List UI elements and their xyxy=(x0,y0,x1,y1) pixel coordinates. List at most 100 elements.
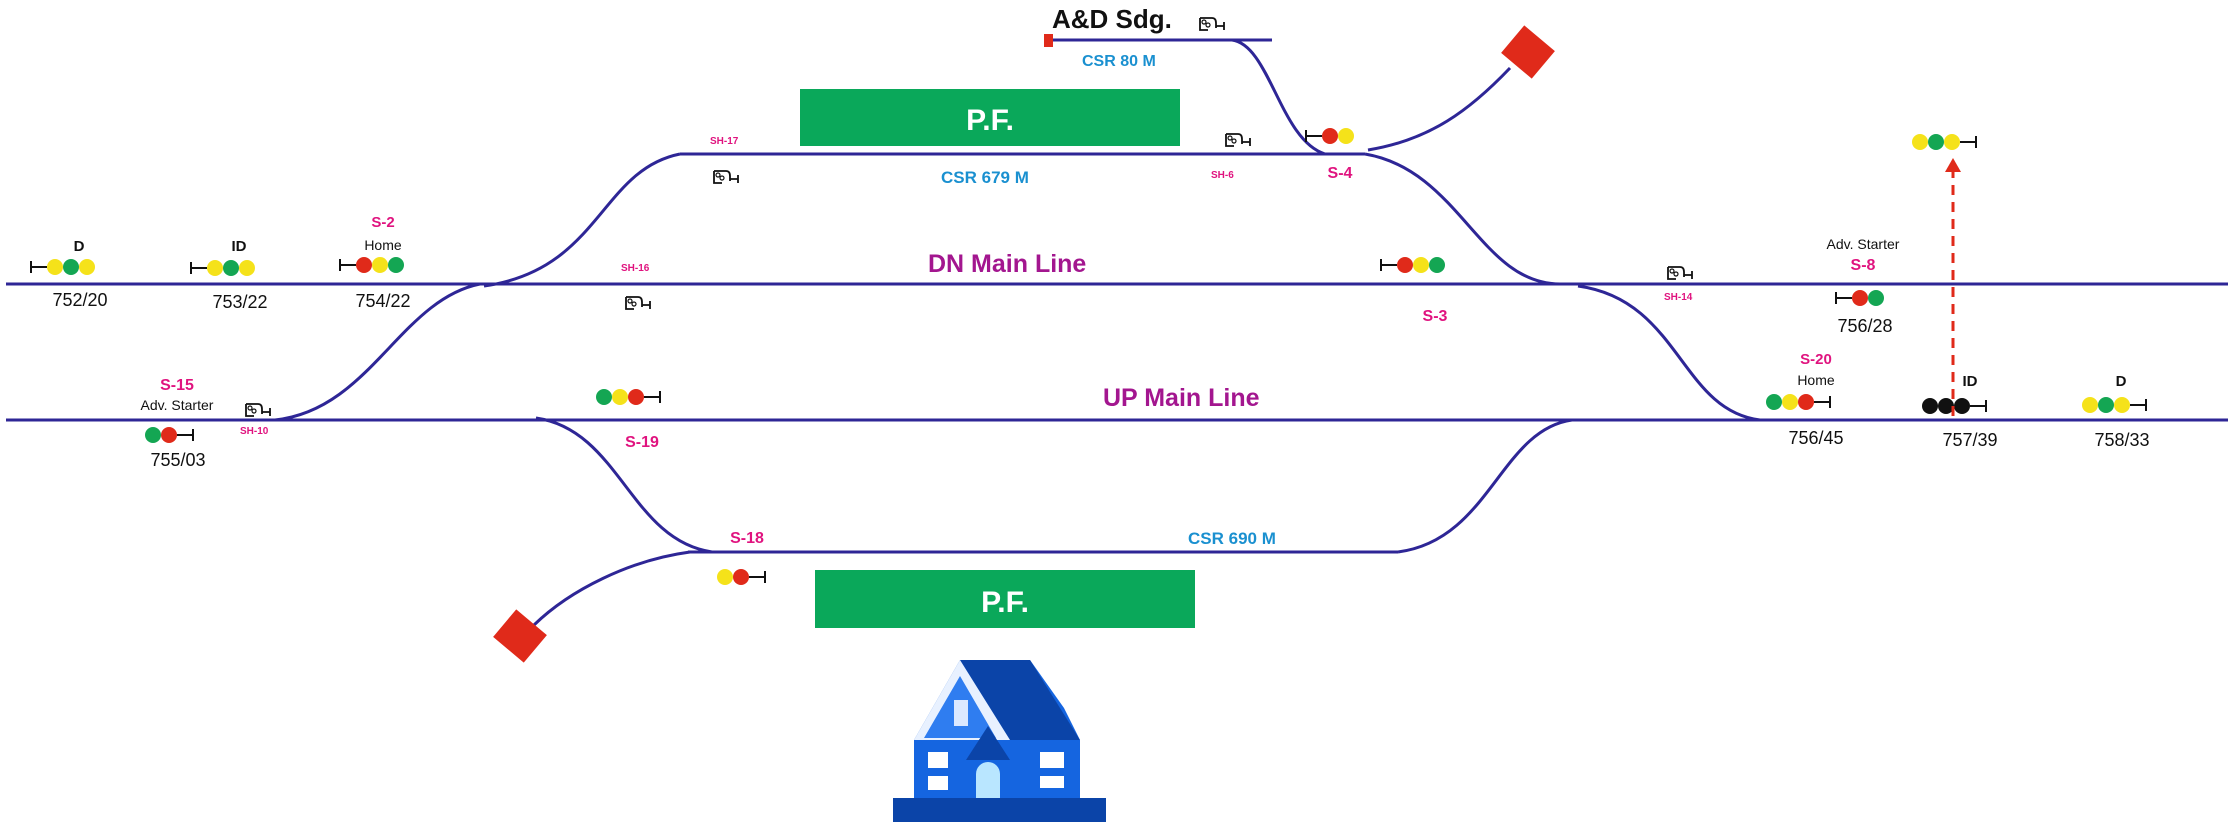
km-754-22: 754/22 xyxy=(355,291,410,311)
shunt-signal-sh5-icon xyxy=(1199,17,1225,31)
km-755-03: 755/03 xyxy=(150,450,205,470)
signal-s15-lamp-2 xyxy=(161,427,177,443)
siding-to-upper-loop-curve xyxy=(1231,38,1326,156)
lower-platform: P.F. xyxy=(815,570,1195,628)
km-753-22: 753/22 xyxy=(212,292,267,312)
s8-label: S-8 xyxy=(1851,257,1876,274)
km-756-45: 756/45 xyxy=(1788,428,1843,448)
upper-sand-hump xyxy=(1501,25,1555,79)
s20-label: S-20 xyxy=(1800,351,1832,368)
signal-s20-home-lamp-1 xyxy=(1766,394,1782,410)
signal-id-left-lamp-1 xyxy=(207,260,223,276)
signal-s3-lamp-3 xyxy=(1429,257,1445,273)
signal-s2-home-lamp-3 xyxy=(388,257,404,273)
signal-d-right-icon xyxy=(2082,397,2147,413)
sh17-label: SH-17 xyxy=(710,136,739,147)
signal-s15-lamp-1 xyxy=(145,427,161,443)
up-main-line-label: UP Main Line xyxy=(1103,384,1260,412)
signal-id-right-icon xyxy=(1922,398,1987,414)
crossover-dn-to-upper-loop-left xyxy=(483,152,681,288)
shunt-signal-sh6-icon xyxy=(1225,133,1251,147)
relocated-signal-arrow xyxy=(1945,158,1961,416)
s2-type-label: Home xyxy=(364,237,402,253)
shunt-signal-sh10-icon xyxy=(245,403,271,417)
s4-label: S-4 xyxy=(1328,165,1353,182)
upper-platform: P.F. xyxy=(800,89,1180,146)
signal-relocated-icon xyxy=(1912,134,1977,150)
signal-d-left-lamp-2 xyxy=(63,259,79,275)
s8-type-label: Adv. Starter xyxy=(1827,236,1900,252)
signal-s8-lamp-2 xyxy=(1868,290,1884,306)
sh10-label: SH-10 xyxy=(240,426,269,437)
upper-platform-label: P.F. xyxy=(966,104,1014,137)
signal-relocated-lamp-3 xyxy=(1944,134,1960,150)
id-left-label: ID xyxy=(232,238,247,255)
signal-s20-home-icon xyxy=(1766,394,1831,410)
signal-s2-home-icon xyxy=(339,257,404,273)
sh16-label: SH-16 xyxy=(621,263,650,274)
arrow-head-icon xyxy=(1945,158,1961,172)
signal-s8-lamp-1 xyxy=(1852,290,1868,306)
signal-d-right-lamp-3 xyxy=(2114,397,2130,413)
d-left-label: D xyxy=(74,238,85,255)
lower-platform-label: P.F. xyxy=(981,586,1029,619)
shunt-signal-sh16-icon xyxy=(625,296,651,310)
signal-d-right-lamp-1 xyxy=(2082,397,2098,413)
signal-id-left-lamp-2 xyxy=(223,260,239,276)
turnout-up-to-lower-loop-left xyxy=(535,416,713,554)
lower-sand-hump xyxy=(493,609,547,663)
crossover-upper-loop-to-dn-right xyxy=(1364,152,1561,286)
crossover-up-to-dn-left xyxy=(274,282,481,422)
signal-lamps xyxy=(30,128,2147,585)
signal-s18-icon xyxy=(717,569,766,585)
signal-s2-home-lamp-2 xyxy=(372,257,388,273)
sand-hump-lower-curve xyxy=(532,550,691,627)
signal-s19-lamp-1 xyxy=(596,389,612,405)
s20-type-label: Home xyxy=(1797,372,1835,388)
km-757-39: 757/39 xyxy=(1942,430,1997,450)
station-building-icon xyxy=(893,660,1106,822)
lower-loop-csr-label: CSR 690 M xyxy=(1188,529,1276,548)
s3-label: S-3 xyxy=(1423,308,1448,325)
km-758-33: 758/33 xyxy=(2094,430,2149,450)
signal-d-left-icon xyxy=(30,259,95,275)
dn-main-line-label: DN Main Line xyxy=(928,250,1086,278)
signal-s3-lamp-1 xyxy=(1397,257,1413,273)
signal-s19-lamp-3 xyxy=(628,389,644,405)
signal-s18-lamp-2 xyxy=(733,569,749,585)
signal-id-left-lamp-3 xyxy=(239,260,255,276)
turnout-lower-loop-to-up-right xyxy=(1397,418,1573,554)
s15-type-label: Adv. Starter xyxy=(141,397,214,413)
km-752-20: 752/20 xyxy=(52,290,107,310)
signal-relocated-lamp-2 xyxy=(1928,134,1944,150)
signal-s2-home-lamp-1 xyxy=(356,257,372,273)
d-right-label: D xyxy=(2116,373,2127,390)
signal-id-left-icon xyxy=(190,260,255,276)
signal-s3-lamp-2 xyxy=(1413,257,1429,273)
s15-label: S-15 xyxy=(160,377,194,394)
upper-loop-csr-label: CSR 679 M xyxy=(941,168,1029,187)
id-right-label: ID xyxy=(1963,373,1978,390)
signal-s20-home-lamp-3 xyxy=(1798,394,1814,410)
signal-s18-lamp-1 xyxy=(717,569,733,585)
signal-s3-icon xyxy=(1380,257,1445,273)
siding-title: A&D Sdg. xyxy=(1052,4,1172,34)
signal-id-right-lamp-2 xyxy=(1938,398,1954,414)
sh6-label: SH-6 xyxy=(1211,170,1234,181)
s18-label: S-18 xyxy=(730,530,764,547)
crossover-dn-to-up-right xyxy=(1577,284,1761,422)
km-756-28: 756/28 xyxy=(1837,316,1892,336)
signal-s8-icon xyxy=(1835,290,1884,306)
signal-s4-lamp-1 xyxy=(1322,128,1338,144)
siding-buffer-stop xyxy=(1044,34,1053,47)
siding-csr-label: CSR 80 M xyxy=(1082,53,1156,70)
signal-s20-home-lamp-2 xyxy=(1782,394,1798,410)
signal-relocated-lamp-1 xyxy=(1912,134,1928,150)
sh14-label: SH-14 xyxy=(1664,292,1693,303)
sand-hump-upper-curve xyxy=(1367,66,1512,152)
shunt-signal-sh17-icon xyxy=(713,170,739,184)
shunt-signal-icons xyxy=(245,17,1693,417)
signal-s4-lamp-2 xyxy=(1338,128,1354,144)
signal-s19-lamp-2 xyxy=(612,389,628,405)
